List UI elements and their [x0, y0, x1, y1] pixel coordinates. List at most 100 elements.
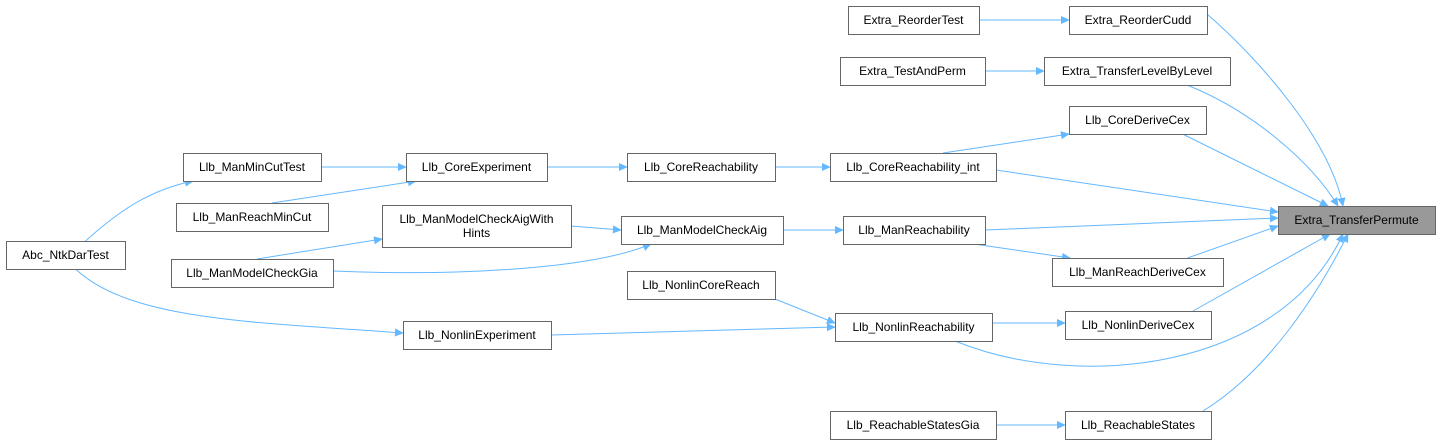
edge-llb_manreachability-to-extra_transferpermute: [984, 214, 1279, 231]
node-llb_manreachmincut[interactable]: Llb_ManReachMinCut: [176, 203, 329, 232]
node-box: [840, 57, 986, 86]
node-box: [1052, 258, 1224, 287]
node-llb_nonlinderivecex[interactable]: Llb_NonlinDeriveCex: [1065, 311, 1212, 340]
edge-line: [984, 214, 1279, 231]
edge-line: [1192, 233, 1331, 312]
node-llb_coreexperiment[interactable]: Llb_CoreExperiment: [406, 153, 548, 182]
edge-abc_ntkdartest-to-llb_nonlinexperiment: [75, 268, 404, 337]
node-extra_testandperm[interactable]: Extra_TestAndPerm: [840, 57, 986, 86]
node-label: Hints: [463, 226, 490, 240]
edge-layer: [75, 13, 1349, 430]
node-label: Extra_TransferLevelByLevel: [1062, 64, 1212, 78]
edge-abc_ntkdartest-to-llb_manmincuttest: [85, 178, 194, 242]
node-label: Llb_ManReachability: [858, 223, 969, 237]
node-label: Extra_TestAndPerm: [859, 64, 966, 78]
node-label: Llb_ManModelCheckAigWith: [399, 212, 553, 226]
node-label: Llb_NonlinReachability: [852, 320, 974, 334]
node-box: [403, 321, 552, 350]
edge-llb_nonlincorereach-to-llb_nonlinreachability: [774, 298, 836, 324]
node-label: Llb_NonlinDeriveCex: [1082, 318, 1195, 332]
node-llb_nonlincorereach[interactable]: Llb_NonlinCoreReach: [627, 271, 776, 300]
edge-line: [85, 178, 194, 242]
node-box: [848, 6, 980, 35]
node-box: [171, 259, 334, 288]
node-llb_reachablestates[interactable]: Llb_ReachableStates: [1065, 411, 1212, 440]
edge-extra_reordercudd-to-extra_transferpermute: [1206, 13, 1346, 207]
edge-line: [954, 233, 1344, 367]
edge-line: [570, 225, 622, 234]
node-label: Llb_CoreReachability: [644, 160, 758, 174]
edge-llb_manreachability-to-llb_manreachderivecex: [973, 243, 1071, 261]
edge-line: [1182, 133, 1329, 207]
edge-extra_transferlevelbylevel-to-extra_transferpermute: [1186, 84, 1339, 207]
node-label: Llb_NonlinExperiment: [418, 328, 536, 342]
node-label: Llb_CoreExperiment: [422, 160, 532, 174]
node-llb_corederivecex[interactable]: Llb_CoreDeriveCex: [1069, 106, 1207, 135]
edge-line: [75, 268, 404, 337]
edge-llb_reachablestates-to-extra_transferpermute: [1202, 233, 1349, 412]
edge-llb_manmodelcheckgia-to-llb_manmodelcheckaig: [332, 243, 652, 274]
node-box: [835, 313, 993, 342]
node-label: Llb_ReachableStates: [1081, 418, 1195, 432]
node-box: [183, 153, 322, 182]
node-box: [176, 203, 329, 232]
node-llb_nonlinreachability[interactable]: Llb_NonlinReachability: [835, 313, 993, 342]
node-box: [1065, 311, 1212, 340]
node-extra_transferlevelbylevel[interactable]: Extra_TransferLevelByLevel: [1044, 57, 1231, 86]
node-box: [1069, 106, 1207, 135]
node-llb_manreachderivecex[interactable]: Llb_ManReachDeriveCex: [1052, 258, 1224, 287]
node-extra_reordercudd[interactable]: Extra_ReorderCudd: [1069, 6, 1208, 35]
node-label: Llb_ManModelCheckGia: [186, 266, 318, 280]
edge-llb_manreachderivecex-to-extra_transferpermute: [1187, 224, 1279, 259]
node-llb_manreachability[interactable]: Llb_ManReachability: [843, 216, 986, 245]
node-box: [406, 153, 548, 182]
node-label: Llb_CoreReachability_int: [846, 160, 980, 174]
node-llb_reachablestatesgia[interactable]: Llb_ReachableStatesGia: [830, 411, 997, 440]
node-label: Llb_ManReachDeriveCex: [1069, 265, 1206, 279]
node-label: Extra_ReorderTest: [863, 13, 964, 27]
edge-line: [550, 323, 836, 336]
node-box: [1044, 57, 1231, 86]
node-llb_manmodelcheckaig[interactable]: Llb_ManModelCheckAig: [621, 216, 784, 245]
edge-line: [332, 243, 652, 274]
edge-line: [995, 169, 1279, 215]
edge-line: [1206, 13, 1346, 207]
edge-llb_manmodelcheckgia-to-llb_manmodelcheckaigwithhints: [256, 236, 383, 260]
node-box: [1278, 206, 1436, 235]
node-label: Llb_ManReachMinCut: [193, 210, 312, 224]
edge-line: [271, 178, 417, 204]
node-abc_ntkdartest[interactable]: Abc_NtkDarTest: [6, 241, 126, 270]
node-llb_nonlinexperiment[interactable]: Llb_NonlinExperiment: [403, 321, 552, 350]
edge-line: [256, 236, 383, 260]
node-label: Extra_ReorderCudd: [1085, 13, 1192, 27]
edge-llb_nonlinreachability-to-extra_transferpermute: [954, 233, 1344, 367]
node-box: [1065, 411, 1212, 440]
edge-llb_manreachmincut-to-llb_coreexperiment: [271, 178, 417, 204]
node-label: Llb_NonlinCoreReach: [642, 278, 759, 292]
node-llb_corereachability[interactable]: Llb_CoreReachability: [627, 153, 776, 182]
node-label: Llb_ReachableStatesGia: [847, 418, 980, 432]
node-extra_transferpermute[interactable]: Extra_TransferPermute: [1278, 206, 1436, 235]
edge-line: [1186, 84, 1339, 207]
node-label: Extra_TransferPermute: [1294, 213, 1419, 227]
edge-line: [942, 131, 1070, 154]
node-label: Abc_NtkDarTest: [22, 248, 109, 262]
node-box: [382, 205, 572, 248]
node-llb_corereachability_int[interactable]: Llb_CoreReachability_int: [830, 153, 997, 182]
node-box: [830, 153, 997, 182]
node-box: [627, 153, 776, 182]
edge-line: [1202, 233, 1349, 412]
node-label: Llb_ManMinCutTest: [199, 160, 306, 174]
edge-line: [774, 298, 836, 324]
edge-llb_manmodelcheckaigwithhints-to-llb_manmodelcheckaig: [570, 225, 622, 234]
node-llb_manmincuttest[interactable]: Llb_ManMinCutTest: [183, 153, 322, 182]
edge-llb_corereachability_int-to-llb_corederivecex: [942, 131, 1070, 154]
node-box: [621, 216, 784, 245]
node-extra_reordertest[interactable]: Extra_ReorderTest: [848, 6, 980, 35]
edge-line: [973, 243, 1071, 261]
edge-line: [1187, 224, 1279, 259]
node-llb_manmodelcheckgia[interactable]: Llb_ManModelCheckGia: [171, 259, 334, 288]
edge-llb_nonlinexperiment-to-llb_nonlinreachability: [550, 323, 836, 336]
